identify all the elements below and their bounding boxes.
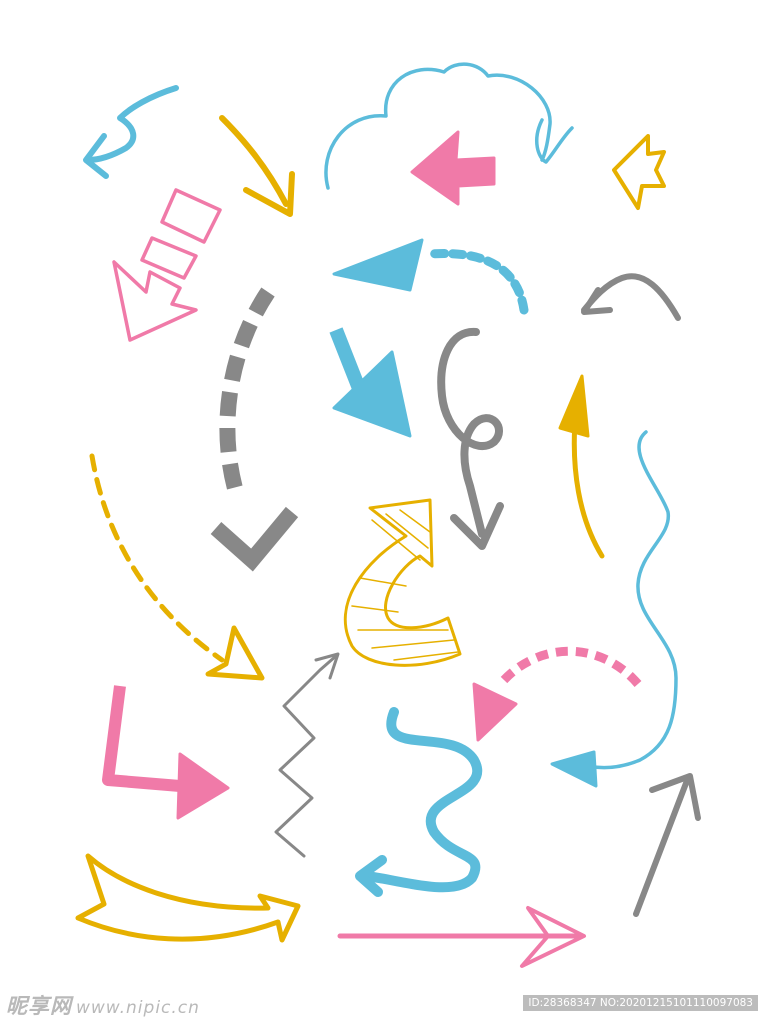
gray-curved-left-hook-arrow <box>581 273 681 321</box>
blue-down-right-arrow <box>329 327 412 438</box>
gray-dashed-arc-down-arrow <box>210 287 299 572</box>
yellow-up-arrow <box>558 374 605 559</box>
pink-long-right-arrow <box>337 906 586 968</box>
watermark-site-url: www.nipic.cn <box>76 998 200 1018</box>
pink-left-arrow <box>410 130 496 206</box>
yellow-wide-curved-right-arrow <box>75 853 301 943</box>
blue-cloud-loop-arrow <box>324 62 574 190</box>
yellow-hatched-c-arrow <box>343 498 462 667</box>
yellow-dashed-curved-arrow <box>89 453 265 681</box>
blue-dashed-curved-left-arrow <box>332 238 529 315</box>
watermark-site-name: 昵享网 <box>6 993 72 1018</box>
gray-zigzag-up-arrow <box>274 652 340 858</box>
pink-dashed-curved-down-arrow <box>472 646 642 742</box>
gray-loop-down-arrow <box>437 327 504 550</box>
pink-l-shaped-right-arrow <box>102 685 230 820</box>
blue-zigzag-left-arrow <box>83 85 179 179</box>
blue-squiggle-left-arrow <box>355 707 482 897</box>
pink-segmented-down-left-arrow <box>112 188 222 342</box>
yellow-small-left-arrow <box>612 134 666 210</box>
blue-wavy-down-left-arrow <box>550 430 678 788</box>
yellow-down-right-arrow <box>219 115 295 217</box>
watermark-image-id: ID:28368347 NO:20201215101110097083 <box>523 995 758 1011</box>
gray-up-right-arrow <box>633 773 701 917</box>
